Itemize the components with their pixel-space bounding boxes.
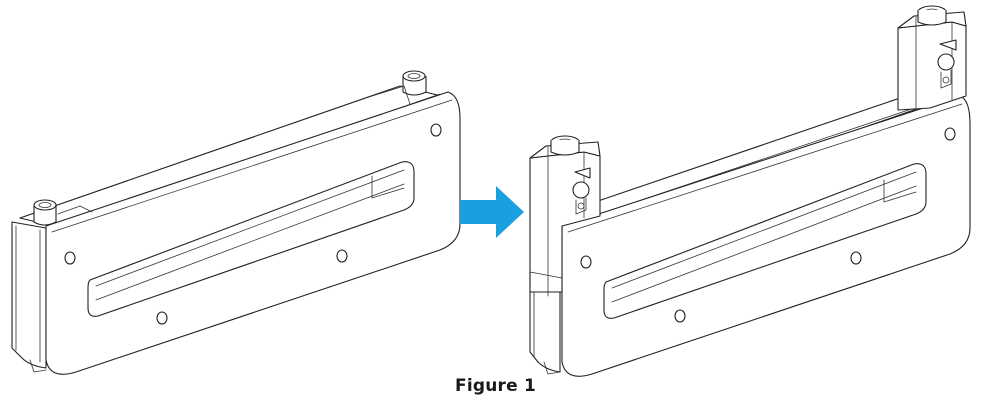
mount-hole	[850, 251, 862, 265]
bracket-extended	[529, 5, 971, 377]
bracket-collapsed	[11, 70, 461, 375]
mount-hole	[156, 311, 168, 325]
figure-caption: Figure 1	[455, 376, 536, 396]
mount-hole	[944, 127, 956, 141]
riser-block-left	[529, 135, 601, 297]
transition-arrow	[460, 186, 524, 238]
mount-hole	[430, 123, 442, 137]
mount-hole	[336, 249, 348, 263]
mount-hole	[580, 255, 592, 269]
riser-block-right	[897, 5, 967, 111]
mount-hole	[674, 309, 686, 323]
mount-hole	[64, 251, 76, 265]
